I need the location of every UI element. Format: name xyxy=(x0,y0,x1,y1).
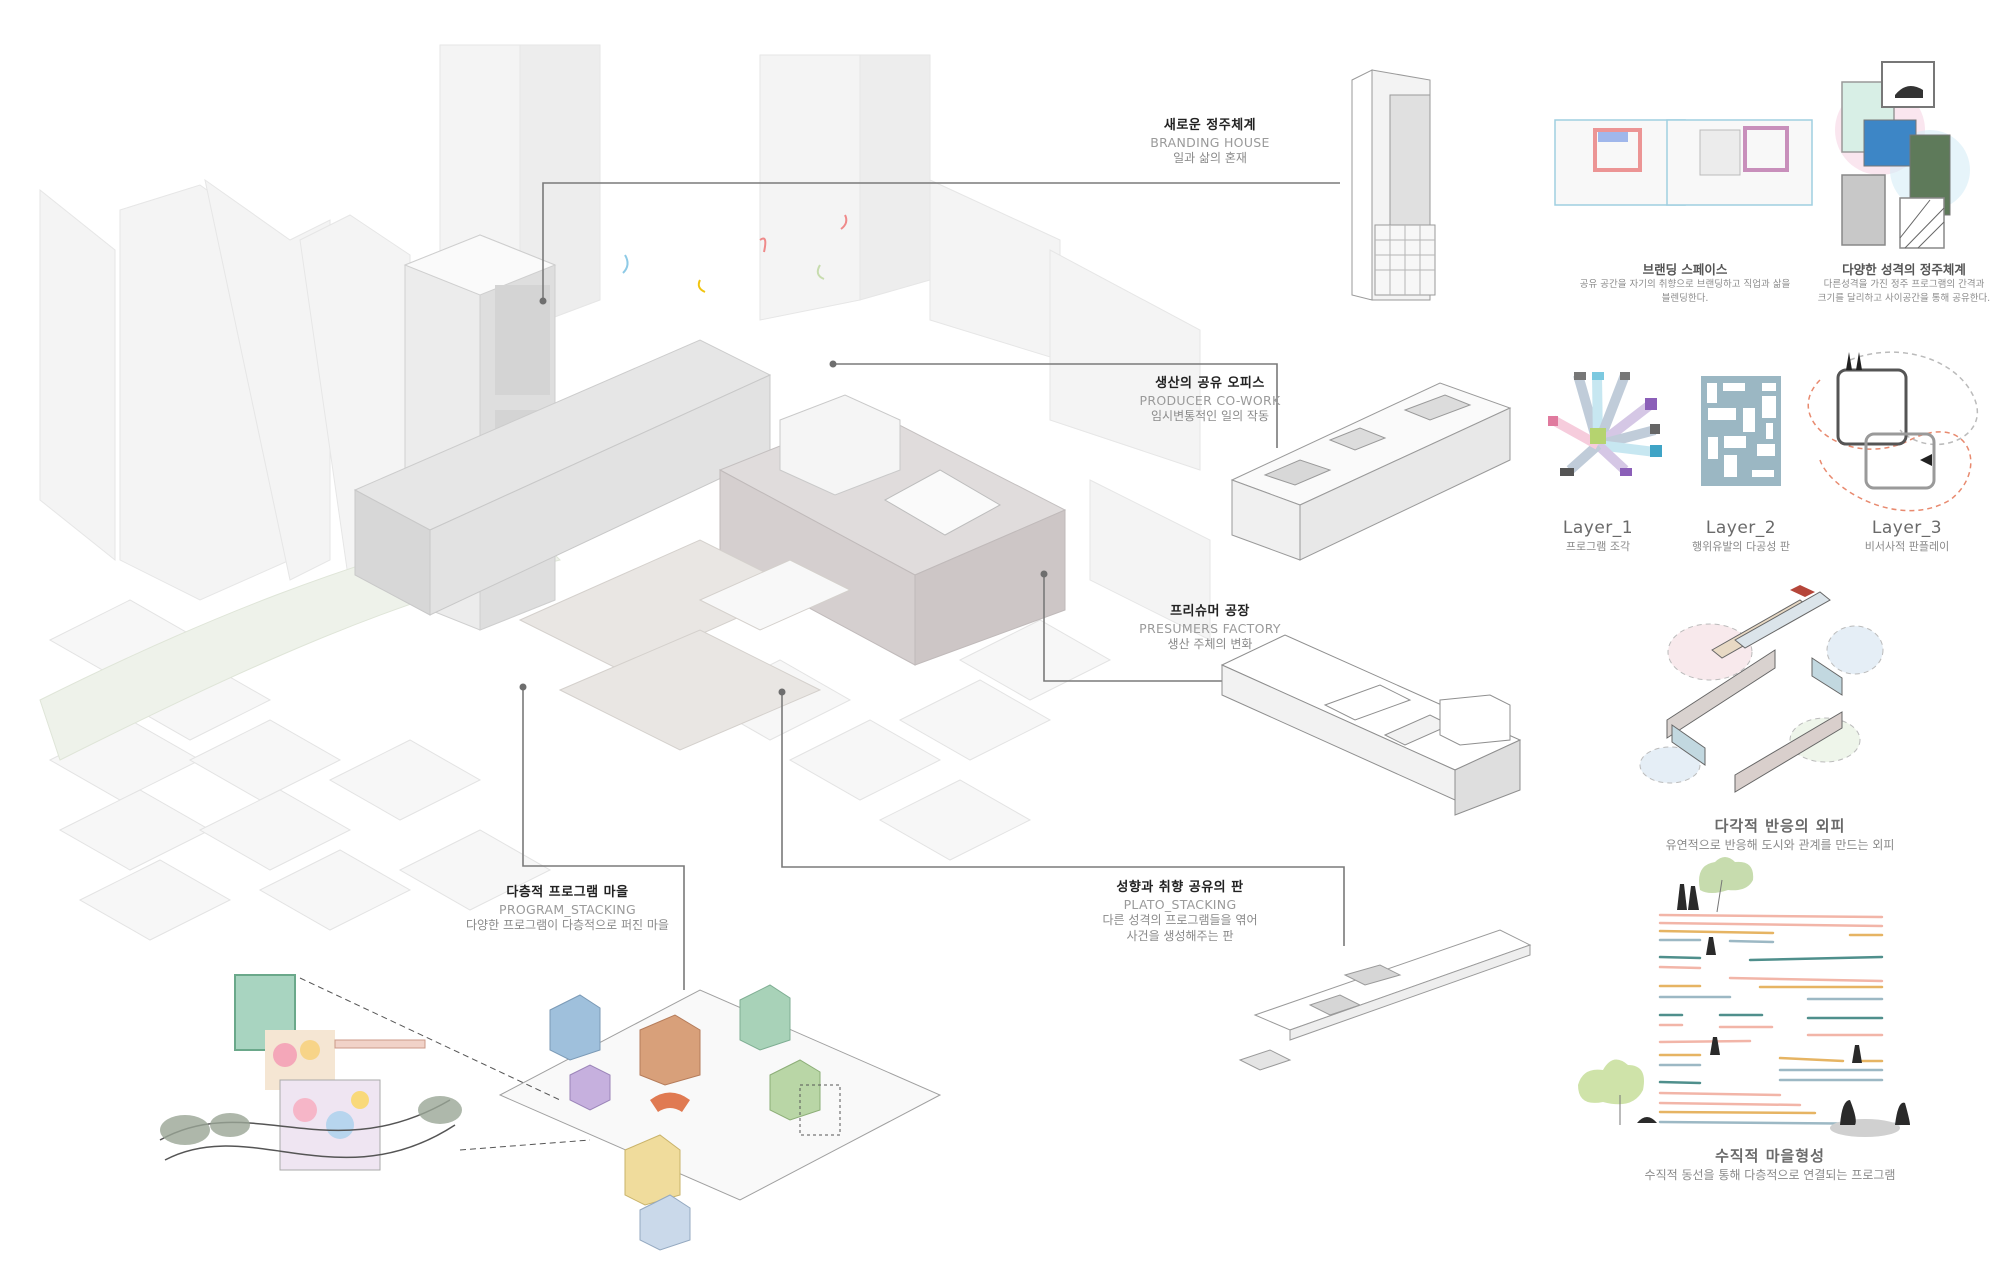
leader-dots xyxy=(519,297,1048,696)
caption-responsive-skin: 다각적 반응의 외피 유연적으로 반응해 도시와 관계를 만드는 외피 xyxy=(1600,815,1960,853)
caption-title: 다양한 성격의 정주체계 xyxy=(1842,262,1966,277)
layer-desc: 프로그램 조각 xyxy=(1565,540,1631,553)
confetti xyxy=(622,214,848,293)
cowork-bar xyxy=(353,339,772,616)
callout-producer-cowork: 생산의 공유 오피스 PRODUCER CO-WORK 임시변통적인 일의 작동 xyxy=(1100,376,1320,425)
layer2-plate xyxy=(1701,376,1781,486)
callout-subtitle-2: 사건을 생성해주는 판 xyxy=(1126,928,1234,943)
caption-title: 브랜딩 스페이스 xyxy=(1642,262,1728,277)
caption-layer-3: Layer_3 비서사적 판플레이 xyxy=(1842,518,1972,554)
caption-branding-space: 브랜딩 스페이스 공유 공간을 자기의 취향으로 브랜딩하고 직업과 삶을 블렌… xyxy=(1570,259,1800,306)
vertical-village-trees xyxy=(1578,857,1900,1137)
plato-stacking-drawing xyxy=(1238,929,1532,1071)
village-collage xyxy=(159,974,591,1171)
diverse-housing-collage xyxy=(1835,61,1970,249)
layer-desc: 행위유발의 다공성 판 xyxy=(1691,540,1791,553)
callout-subtitle: 임시변통적인 일의 작동 xyxy=(1150,409,1270,424)
factory-massing xyxy=(718,394,1067,666)
vertical-village-diagram xyxy=(1658,913,1902,1126)
people-silhouettes xyxy=(1637,884,1910,1125)
caption-title: 다각적 반응의 외피 xyxy=(1714,817,1846,835)
leader-branding-house xyxy=(542,182,1340,301)
caption-vertical-village: 수직적 마을형성 수직적 동선을 통해 다층적으로 연결되는 프로그램 xyxy=(1590,1145,1950,1183)
piano-icon xyxy=(650,1092,690,1112)
layer-desc: 비서사적 판플레이 xyxy=(1864,540,1950,553)
caption-layer-2: Layer_2 행위유발의 다공성 판 xyxy=(1676,518,1806,554)
cowork-bar-drawing xyxy=(1230,382,1512,561)
callout-title-en: BRANDING HOUSE xyxy=(1150,134,1270,150)
layer1-diagram xyxy=(1548,372,1662,476)
callout-program-stacking: 다층적 프로그램 마을 PROGRAM_STACKING 다양한 프로그램이 다… xyxy=(445,885,690,934)
leader-plato-stacking xyxy=(781,692,1345,946)
caption-desc: 공유 공간을 자기의 취향으로 브랜딩하고 직업과 삶을 xyxy=(1579,279,1791,290)
caption-desc: 다른성격을 가진 정주 프로그램의 간격과 xyxy=(1823,279,1985,290)
responsive-skin-axon xyxy=(1639,585,1884,793)
callout-title-en: PRODUCER CO-WORK xyxy=(1139,392,1281,408)
branding-house-tower-drawing xyxy=(1351,69,1436,301)
layer-title: Layer_2 xyxy=(1705,518,1777,538)
callout-presumers-factory: 프리슈머 공장 PRESUMERS FACTORY 생산 주체의 변화 xyxy=(1100,604,1320,653)
caption-desc-2: 블렌딩한다. xyxy=(1661,292,1709,304)
layer-title: Layer_3 xyxy=(1871,518,1943,538)
callout-title-ko: 프리슈머 공장 xyxy=(1170,604,1250,619)
caption-layer-1: Layer_1 프로그램 조각 xyxy=(1533,518,1663,554)
callout-title-ko: 성향과 취향 공유의 판 xyxy=(1116,880,1244,895)
caption-desc: 유연적으로 반응해 도시와 관계를 만드는 외피 xyxy=(1665,838,1895,852)
callout-title-ko: 생산의 공유 오피스 xyxy=(1155,376,1265,391)
callout-title-en: PROGRAM_STACKING xyxy=(499,901,636,917)
callout-subtitle: 생산 주체의 변화 xyxy=(1167,637,1253,652)
callout-branding-house: 새로운 정주체계 BRANDING HOUSE 일과 삶의 혼재 xyxy=(1100,118,1320,167)
callout-title-ko: 새로운 정주체계 xyxy=(1163,118,1257,133)
caption-desc-2: 크기를 달리하고 사이공간을 통해 공유한다. xyxy=(1817,292,1991,304)
caption-title: 수직적 마을형성 xyxy=(1715,1147,1825,1165)
callout-title-en: PLATO_STACKING xyxy=(1123,896,1237,912)
piano-icon xyxy=(1895,86,1923,98)
layer-title: Layer_1 xyxy=(1562,518,1634,538)
factory-drawing xyxy=(1220,634,1522,816)
callout-subtitle: 일과 삶의 혼재 xyxy=(1173,151,1247,166)
callout-subtitle: 다양한 프로그램이 다층적으로 퍼진 마을 xyxy=(466,918,669,933)
leader-producer-cowork xyxy=(833,363,1278,448)
caption-desc: 수직적 동선을 통해 다층적으로 연결되는 프로그램 xyxy=(1644,1168,1896,1182)
branding-space-sections xyxy=(1554,119,1813,206)
callout-subtitle: 다른 성격의 프로그램들을 엮어 xyxy=(1102,913,1258,928)
callout-title-ko: 다층적 프로그램 마을 xyxy=(506,885,629,900)
callout-title-en: PRESUMERS FACTORY xyxy=(1139,620,1281,636)
plaza-plates xyxy=(518,539,852,751)
program-village-drawing xyxy=(498,984,942,1251)
layer3-diagram xyxy=(1807,351,1978,512)
caption-diverse-housing: 다양한 성격의 정주체계 다른성격을 가진 정주 프로그램의 간격과 크기를 달… xyxy=(1808,259,2000,306)
callout-plato-stacking: 성향과 취향 공유의 판 PLATO_STACKING 다른 성격의 프로그램들… xyxy=(1070,880,1290,944)
leader-presumers-factory xyxy=(1043,574,1240,682)
leader-lines xyxy=(522,182,1345,990)
leader-program-stacking xyxy=(522,687,685,990)
housing-blocks xyxy=(48,599,1112,941)
